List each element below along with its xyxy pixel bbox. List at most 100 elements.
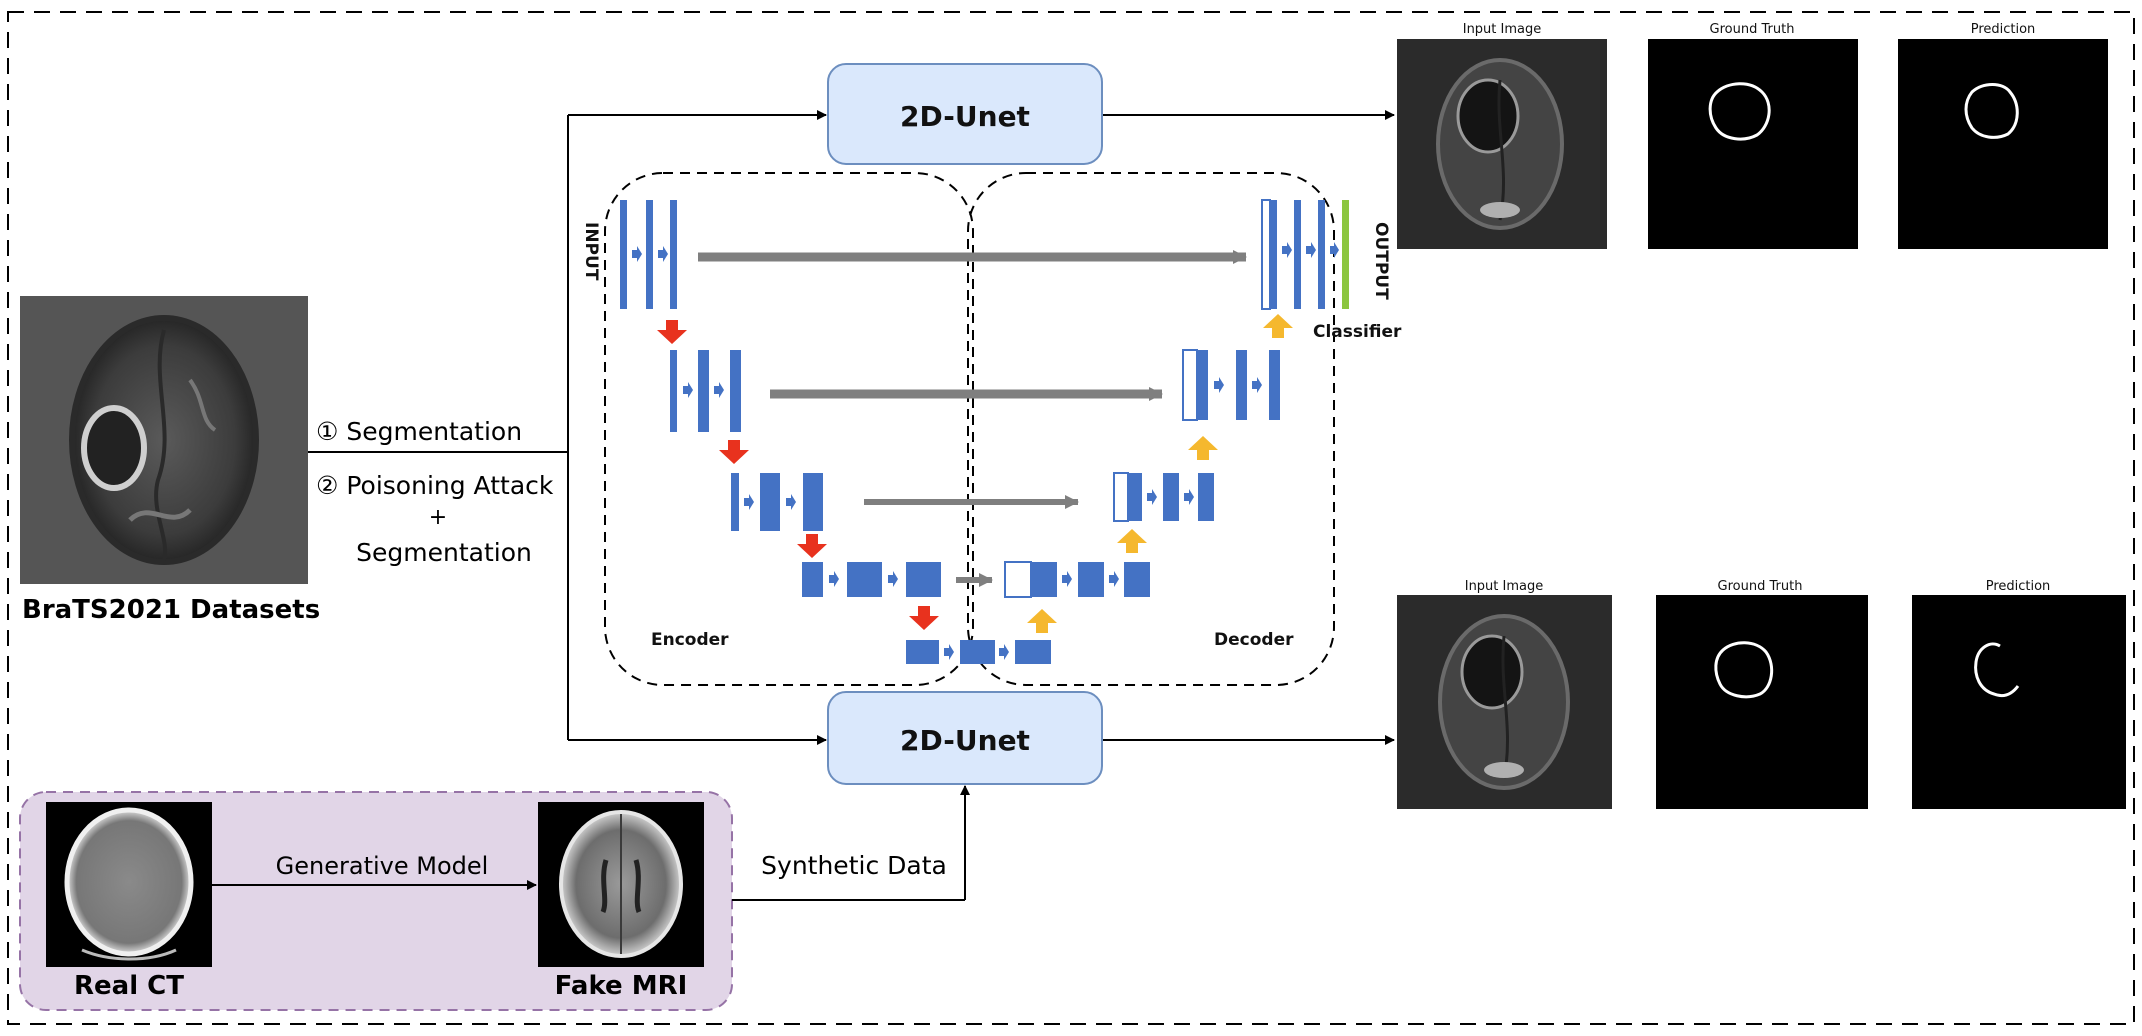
branch-connectors xyxy=(308,110,1395,745)
flow-arrow xyxy=(1306,242,1316,258)
flow-arrow xyxy=(658,246,668,262)
unet-architecture: INPUT OUTPUT Classifier Encoder Decoder xyxy=(581,172,1402,686)
dec-block xyxy=(1270,200,1277,309)
enc-block xyxy=(803,473,823,531)
real-ct-image xyxy=(46,802,212,967)
enc-block xyxy=(670,200,677,309)
flow-arrow xyxy=(744,494,754,510)
enc-block xyxy=(620,200,627,309)
enc-block xyxy=(730,350,741,432)
dec-block xyxy=(1124,562,1150,597)
dec-concat-block xyxy=(1004,561,1032,598)
flow-arrow xyxy=(786,494,796,510)
flow-arrow xyxy=(683,382,693,398)
flow-arrow xyxy=(999,644,1009,660)
up-arrow xyxy=(1027,609,1057,633)
input-image-bottom xyxy=(1397,595,1612,809)
enc-block xyxy=(802,562,823,597)
dec-block xyxy=(1236,350,1247,420)
bottleneck-block xyxy=(906,640,939,664)
dec-block xyxy=(1294,200,1301,309)
result-title: Input Image xyxy=(1465,579,1544,594)
result-title: Input Image xyxy=(1463,22,1542,37)
up-arrow xyxy=(1117,529,1147,553)
flow-arrow xyxy=(1252,377,1262,393)
flow-arrow xyxy=(1330,242,1339,258)
result-title: Ground Truth xyxy=(1710,22,1795,37)
dec-block xyxy=(1031,562,1057,597)
edge-poison-label-2: + xyxy=(429,505,447,530)
prediction-bottom xyxy=(1912,595,2126,809)
down-arrow xyxy=(909,606,939,630)
flow-arrow xyxy=(829,571,839,587)
result-title: Ground Truth xyxy=(1718,579,1803,594)
dec-block xyxy=(1163,473,1179,521)
edge-segmentation-label: ① Segmentation xyxy=(316,417,522,446)
enc-block xyxy=(731,473,739,531)
edge-poison-label-3: Segmentation xyxy=(356,538,532,567)
synthetic-data-label: Synthetic Data xyxy=(761,851,947,880)
up-arrow xyxy=(1188,436,1218,460)
fake-mri-label: Fake MRI xyxy=(555,971,688,1001)
bottleneck-block xyxy=(960,640,995,664)
dec-block xyxy=(1198,473,1214,521)
down-arrow xyxy=(719,440,749,464)
decoder-label: Decoder xyxy=(1214,630,1294,650)
enc-block xyxy=(847,562,882,597)
result-title: Prediction xyxy=(1971,22,2036,37)
enc-block xyxy=(646,200,653,309)
flow-arrow xyxy=(888,571,898,587)
dec-concat-block xyxy=(1182,349,1198,421)
output-label: OUTPUT xyxy=(1371,222,1391,300)
dec-concat-block xyxy=(1113,472,1129,522)
classifier-label: Classifier xyxy=(1313,322,1402,342)
ground-truth-top xyxy=(1648,39,1858,249)
decoder-region xyxy=(967,172,1335,686)
flow-arrow xyxy=(1109,571,1119,587)
input-image-top xyxy=(1397,39,1607,249)
flow-arrow xyxy=(1214,377,1224,393)
dataset-label: BraTS2021 Datasets xyxy=(22,595,320,625)
flow-arrow xyxy=(1147,489,1157,505)
enc-block xyxy=(670,350,677,432)
synthetic-connector xyxy=(732,785,970,901)
output-classifier-block xyxy=(1342,200,1349,309)
results-top: Input Image Ground Truth Prediction xyxy=(1397,22,2108,249)
prediction-top xyxy=(1898,39,2108,249)
up-arrow xyxy=(1263,314,1293,338)
generative-model-label: Generative Model xyxy=(276,852,489,880)
flow-arrow xyxy=(632,246,642,262)
flow-arrow xyxy=(1184,489,1194,505)
ground-truth-bottom xyxy=(1656,595,1868,809)
flow-arrow xyxy=(944,644,954,660)
dec-block xyxy=(1318,200,1325,309)
dec-block xyxy=(1269,350,1280,420)
down-arrow xyxy=(797,534,827,558)
bottleneck-block xyxy=(1015,640,1051,664)
enc-block xyxy=(698,350,709,432)
generative-panel: Generative Model Real CT Fake MRI xyxy=(19,791,733,1011)
outer-frame xyxy=(7,11,2135,1025)
flow-arrow xyxy=(1062,571,1072,587)
results-bottom: Input Image Ground Truth Prediction xyxy=(1397,579,2126,809)
flow-arrow xyxy=(1282,242,1292,258)
fake-mri-image xyxy=(538,802,704,967)
encoder-region xyxy=(604,172,974,686)
encoder-label: Encoder xyxy=(651,630,729,650)
dataset-image xyxy=(20,296,308,584)
dec-block xyxy=(1197,350,1208,420)
down-arrow xyxy=(657,320,687,344)
edge-poison-label-1: ② Poisoning Attack xyxy=(316,471,554,500)
unet-box-bottom: 2D-Unet xyxy=(827,691,1103,785)
dec-block xyxy=(1128,473,1142,521)
flow-arrow xyxy=(714,382,724,398)
result-title: Prediction xyxy=(1986,579,2051,594)
enc-block xyxy=(906,562,941,597)
enc-block xyxy=(760,473,780,531)
dec-concat-block xyxy=(1261,199,1271,310)
unet-box-top-label: 2D-Unet xyxy=(900,100,1030,133)
real-ct-label: Real CT xyxy=(74,971,184,1001)
unet-box-bottom-label: 2D-Unet xyxy=(900,724,1030,757)
dec-block xyxy=(1078,562,1104,597)
